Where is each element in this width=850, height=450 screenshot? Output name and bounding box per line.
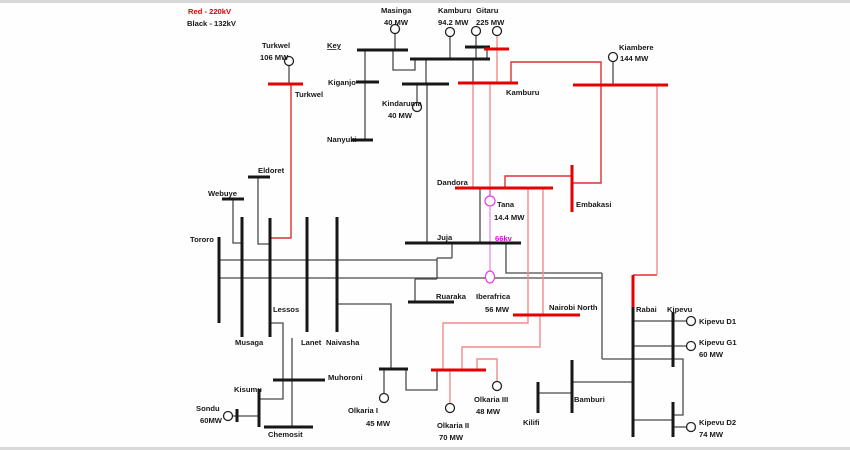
- label-masinga: Masinga: [381, 6, 412, 15]
- top-border: [0, 0, 850, 3]
- label-musaga: Musaga: [235, 338, 264, 347]
- label-nairobi-north: Nairobi North: [549, 303, 598, 312]
- label-kamburu-mw: 94.2 MW: [438, 18, 469, 27]
- network-lines-132kv: [219, 34, 686, 428]
- label-turkwel-bus: Turkwel: [295, 90, 323, 99]
- kamburu-generator: [444, 26, 456, 38]
- label-sondu-mw: 60MW: [200, 416, 223, 425]
- label-juja: Juja: [437, 233, 453, 242]
- label-gitaru: Gitaru: [476, 6, 499, 15]
- label-gitaru-mw: 225 MW: [476, 18, 505, 27]
- label-turkwel-mw: 106 MW: [260, 53, 289, 62]
- generators-66kv: [484, 195, 496, 284]
- labels: Red - 220kV Black - 132kV Key Turkwel 10…: [187, 6, 737, 442]
- label-sondu: Sondu: [196, 404, 220, 413]
- label-rabai: Rabai: [636, 305, 657, 314]
- label-naivasha: Naivasha: [326, 338, 360, 347]
- label-olkaria3-mw: 48 MW: [476, 407, 501, 416]
- bottom-border: [0, 447, 850, 450]
- label-muhoroni: Muhoroni: [328, 373, 363, 382]
- gitaru-generator-1: [470, 25, 482, 37]
- label-olkaria1-mw: 45 MW: [366, 419, 391, 428]
- label-lanet: Lanet: [301, 338, 322, 347]
- label-lessos: Lessos: [273, 305, 299, 314]
- label-kiambere: Kiambere: [619, 43, 654, 52]
- label-kipevu-d2-mw: 74 MW: [699, 430, 724, 439]
- label-kipevu-d1: Kipevu D1: [699, 317, 737, 326]
- label-kiganjo: Kiganjo: [328, 78, 356, 87]
- turkwel-generator: [283, 55, 295, 67]
- label-olkaria2: Olkaria II: [437, 421, 469, 430]
- label-kilifi: Kilifi: [523, 418, 539, 427]
- label-bamburi: Bamburi: [574, 395, 605, 404]
- gitaru-generator-2: [491, 25, 503, 37]
- label-webuye: Webuye: [208, 189, 237, 198]
- label-tororo: Tororo: [190, 235, 214, 244]
- label-chemosit: Chemosit: [268, 430, 303, 439]
- label-nanyuki: Nanyuki: [327, 135, 357, 144]
- kindaruma-generator: [411, 101, 423, 113]
- label-iberafrica: Iberafrica: [476, 292, 511, 301]
- label-kipevu-g1-mw: 60 MW: [699, 350, 724, 359]
- network-lines-220kv: [271, 61, 657, 276]
- label-turkwel-gen: Turkwel: [262, 41, 290, 50]
- generators: [222, 23, 697, 433]
- label-tana-mw: 14.4 MW: [494, 213, 525, 222]
- busbars-132kv: [217, 45, 675, 437]
- label-dandora: Dandora: [437, 178, 469, 187]
- label-kamburu-gen: Kamburu: [438, 6, 472, 15]
- label-olkaria3: Olkaria III: [474, 395, 508, 404]
- label-ruaraka: Ruaraka: [436, 292, 467, 301]
- label-embakasi: Embakasi: [576, 200, 611, 209]
- label-kipevu-d2: Kipevu D2: [699, 418, 736, 427]
- legend-black: Black - 132kV: [187, 19, 237, 28]
- kipevu-d1-generator: [685, 315, 697, 327]
- kipevu-g1-generator: [685, 340, 697, 352]
- label-olkaria1: Olkaria I: [348, 406, 378, 415]
- olkaria1-generator: [378, 392, 390, 404]
- label-kindaruma-mw: 40 MW: [388, 111, 413, 120]
- label-iberafrica-mw: 56 MW: [485, 305, 510, 314]
- tana-generator: [484, 195, 496, 207]
- label-masinga-mw: 40 MW: [384, 18, 409, 27]
- label-66kv: 66kv: [495, 234, 513, 243]
- label-kisumu: Kisumu: [234, 385, 262, 394]
- label-kipevu: Kipevu: [667, 305, 693, 314]
- busbars-220kv: [268, 47, 668, 372]
- kipevu-d2-generator: [685, 421, 697, 433]
- kiambere-generator: [607, 51, 619, 63]
- label-kipevu-g1: Kipevu G1: [699, 338, 737, 347]
- label-kiambere-mw: 144 MW: [620, 54, 649, 63]
- iberafrica-generator: [484, 270, 496, 284]
- sondu-generator: [222, 410, 234, 422]
- key-label: Key: [327, 41, 342, 50]
- label-eldoret: Eldoret: [258, 166, 285, 175]
- network-lines-220kv-light: [442, 36, 658, 403]
- masinga-generator: [389, 23, 401, 35]
- legend-red: Red - 220kV: [188, 7, 232, 16]
- label-olkaria2-mw: 70 MW: [439, 433, 464, 442]
- olkaria3-generator: [491, 380, 503, 392]
- label-kamburu-bus: Kamburu: [506, 88, 540, 97]
- label-tana: Tana: [497, 200, 515, 209]
- olkaria2-generator: [444, 402, 456, 414]
- label-kindaruma: Kindaruma: [382, 99, 422, 108]
